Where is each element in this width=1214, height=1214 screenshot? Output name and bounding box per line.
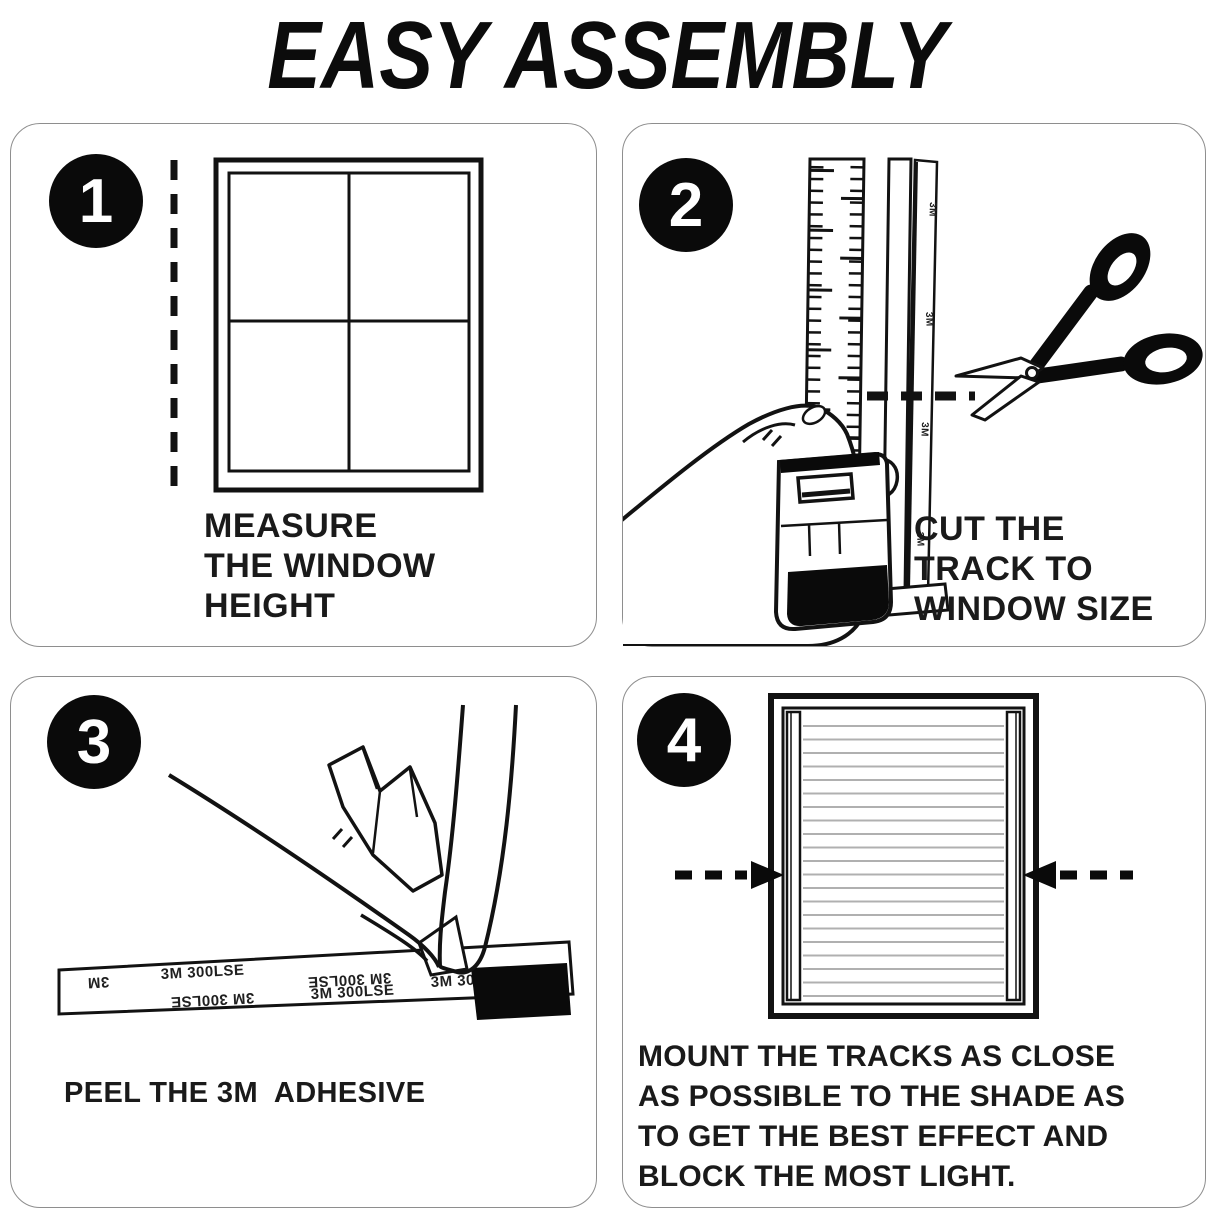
- step-number-badge: 3: [47, 695, 141, 789]
- scissors-icon: [954, 233, 1203, 422]
- svg-text:3M 300LSE: 3M 300LSE: [160, 962, 244, 983]
- svg-text:3M 300LSE: 3M 300LSE: [170, 989, 254, 1010]
- left-track-drawing: [785, 710, 802, 1002]
- mount-shade-illustration: [675, 693, 1133, 1019]
- step-caption: MEASURE THE WINDOW HEIGHT: [204, 507, 436, 625]
- lifted-liner-corner: [417, 914, 469, 977]
- step-panel-3: 3M 3M 300LSE 3M 300LSE 3M 300LSE 3M 300L…: [10, 676, 597, 1208]
- push-in-arrows: [675, 861, 1133, 889]
- peel-adhesive-illustration: 3M 3M 300LSE 3M 300LSE 3M 300LSE 3M 300L…: [57, 704, 575, 1020]
- step-number-badge: 2: [639, 158, 733, 252]
- track-end-drawing: [471, 963, 571, 1020]
- svg-text:3M: 3M: [923, 312, 935, 327]
- step-panel-1: 1 MEASURE THE WINDOW HEIGHT: [10, 123, 597, 647]
- step-number-badge: 4: [637, 693, 731, 787]
- step-caption: CUT THE TRACK TO WINDOW SIZE: [914, 510, 1154, 628]
- arrow-left-head: [751, 861, 784, 889]
- peeled-liner-flap: [327, 745, 444, 893]
- tape-strip-drawing: 3M 3M 300LSE 3M 300LSE 3M 300LSE 3M 300L…: [57, 940, 575, 1020]
- svg-text:3M: 3M: [918, 422, 930, 437]
- step-number: 4: [666, 705, 702, 775]
- shade-window-drawing: [768, 693, 1039, 1019]
- step-panel-4: 4 MOUNT THE TRACKS AS CLOSE AS POSSIBLE …: [622, 676, 1206, 1208]
- page-title: EASY ASSEMBLY: [267, 2, 947, 109]
- svg-text:3M: 3M: [926, 202, 938, 217]
- window-drawing: [213, 157, 484, 493]
- step-number-badge: 1: [49, 154, 143, 248]
- tape-measure-drawing: [773, 451, 894, 632]
- svg-text:3M: 3M: [914, 532, 926, 547]
- cut-track-illustration: 3M 3M 3M 3M: [623, 157, 1203, 646]
- step-panel-2: 3M 3M 3M 3M: [622, 123, 1206, 647]
- svg-text:3M 300LSE: 3M 300LSE: [307, 969, 391, 990]
- step-caption: PEEL THE 3M ADHESIVE: [64, 1077, 426, 1109]
- measure-window-illustration: [170, 157, 484, 493]
- step-number: 2: [668, 170, 704, 240]
- step-number: 1: [78, 166, 114, 236]
- arrow-right-head: [1023, 861, 1056, 889]
- step-number: 3: [76, 707, 112, 777]
- step-caption: MOUNT THE TRACKS AS CLOSE AS POSSIBLE TO…: [638, 1040, 1126, 1193]
- right-track-drawing: [1005, 710, 1022, 1002]
- hand-drawing: [167, 704, 518, 975]
- svg-text:3M 300LSE: 3M 300LSE: [310, 982, 394, 1003]
- svg-text:3M: 3M: [87, 973, 110, 991]
